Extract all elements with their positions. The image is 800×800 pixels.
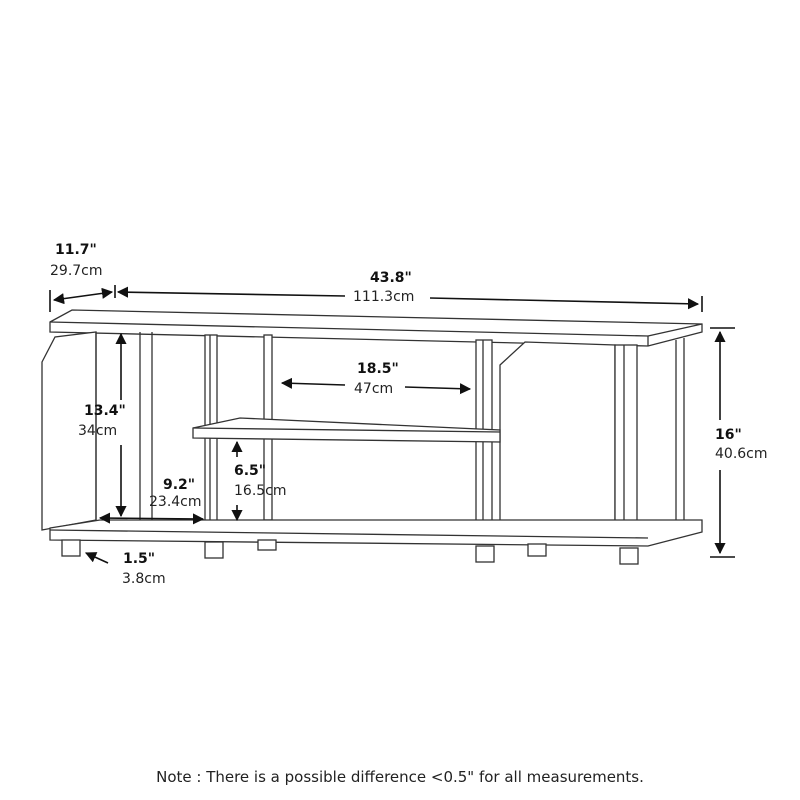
cabinet-height-inches-label: 13.4"	[84, 403, 126, 419]
cabinet-depth-cm-label: 23.4cm	[149, 494, 202, 510]
leg-height-inches-label: 1.5"	[123, 551, 156, 567]
leg-height-cm-label: 3.8cm	[122, 571, 166, 587]
measurement-note: Note : There is a possible difference <0…	[156, 768, 644, 786]
depth-cm-label: 29.7cm	[50, 263, 103, 279]
depth-inches-label: 11.7"	[55, 242, 97, 258]
opening-width-cm-label: 47cm	[354, 381, 394, 397]
shelf-clearance-cm-label: 16.5cm	[234, 483, 287, 499]
shelf-clearance-inches-label: 6.5"	[234, 463, 267, 479]
width-cm-label: 111.3cm	[353, 289, 415, 305]
width-inches-label: 43.8"	[370, 270, 412, 286]
height-inches-label: 16"	[715, 427, 742, 443]
cabinet-height-cm-label: 34cm	[78, 423, 118, 439]
cabinet-depth-inches-label: 9.2"	[163, 477, 196, 493]
opening-width-inches-label: 18.5"	[357, 361, 399, 377]
height-cm-label: 40.6cm	[715, 446, 768, 462]
